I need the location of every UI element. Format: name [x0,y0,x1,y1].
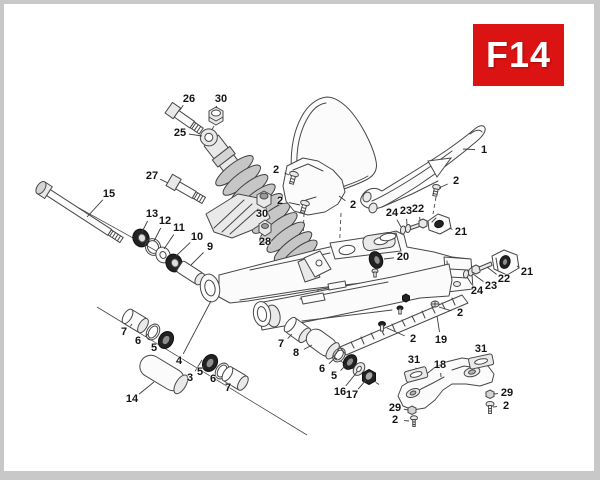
part-callout: 16 [333,386,347,398]
part-callout: 31 [407,354,421,366]
swingarm-lower-view [252,263,453,331]
part-callout: 2 [502,400,510,412]
shock-spacer-bush [256,190,272,209]
assembly-axes [49,125,482,436]
swingarm-upper-view [199,230,474,304]
part-callout: 28 [258,236,272,248]
shock-lower-bolt [165,173,207,205]
part-callout: 10 [190,231,204,243]
lock-nut-28 [258,219,272,237]
part-callout: 7 [120,326,128,338]
shock-absorber [199,128,342,307]
part-callout: 7 [277,338,285,350]
part-callout: 2 [276,195,284,207]
part-callout: 23 [484,280,498,292]
part-callout: 5 [330,370,338,382]
chain-guard-hugger [360,125,486,214]
part-callout: 6 [209,373,217,385]
part-callout: 2 [349,199,357,211]
part-callout: 21 [454,226,468,238]
part-callout: 25 [173,127,187,139]
part-callout: 5 [196,366,204,378]
sheet-code-badge: F14 [473,24,564,86]
chain-slider [339,293,469,356]
rear-fender [290,96,377,200]
part-callout: 2 [456,307,464,319]
part-callout: 31 [474,343,488,355]
part-callout: 2 [452,175,460,187]
part-callout: 30 [214,93,228,105]
hugger-screw [432,183,442,197]
part-callout: 24 [470,285,484,297]
part-callout: 12 [158,215,172,227]
part-callout: 29 [388,402,402,414]
part-callout: 2 [409,333,417,345]
sheet-code-label: F14 [485,34,552,75]
part-callout: 29 [500,387,514,399]
part-callout: 21 [520,266,534,278]
part-callout: 20 [396,251,410,263]
part-callout: 18 [433,359,447,371]
guide-plate-31-left [404,366,429,383]
part-callout: 8 [292,347,300,359]
part-callout: 11 [173,222,185,234]
part-callout: 3 [186,372,194,384]
part-callout: 5 [150,342,158,354]
part-callout: 6 [134,335,142,347]
part-callout: 15 [102,188,116,200]
part-callout: 30 [255,208,269,220]
part-callout: 6 [318,363,326,375]
guide-fasteners [407,389,495,427]
part-callout: 26 [182,93,196,105]
pivot-seal [368,251,384,278]
part-callout: 2 [391,414,399,426]
part-callout: 27 [145,170,159,182]
shock-top-nut [208,106,224,126]
part-callout: 2 [272,164,280,176]
guide-plate-31-right [468,353,495,370]
part-callout: 13 [145,208,159,220]
part-callout: 14 [125,393,139,405]
chain-adjuster-right [462,249,520,279]
part-callout: 24 [385,207,399,219]
fender-screw [288,170,299,185]
part-callout: 22 [497,273,511,285]
fender-screw [299,199,310,214]
part-callout: 1 [480,144,488,156]
part-callout: 9 [206,241,214,253]
mud-flap [282,157,346,216]
part-callout: 4 [175,355,183,367]
part-callout: 7 [224,382,232,394]
part-callout: 17 [345,389,359,401]
part-callout: 19 [434,334,448,346]
part-callout: 23 [399,205,413,217]
part-callout: 22 [411,203,425,215]
